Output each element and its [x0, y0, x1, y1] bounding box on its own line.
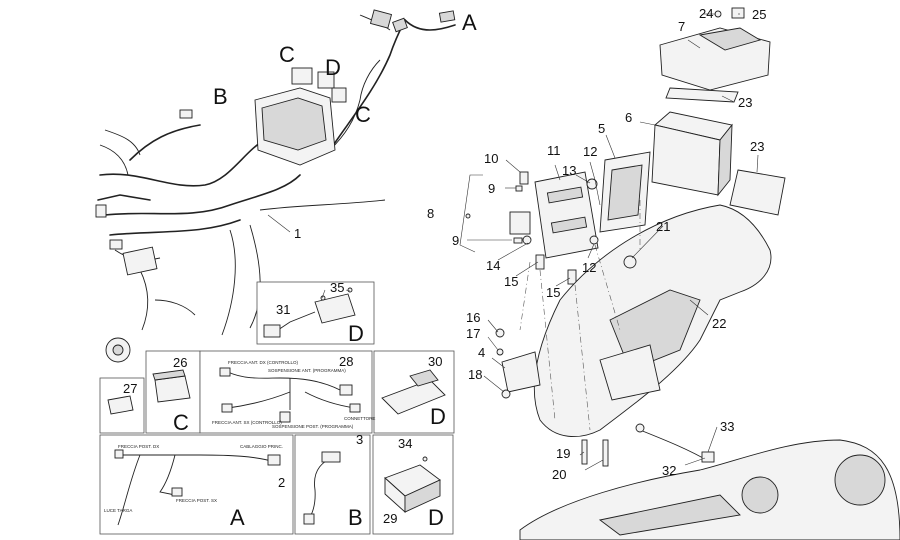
ecu-module[interactable]: [599, 151, 651, 233]
panel-30[interactable]: [373, 350, 455, 434]
speed-sensor-cable[interactable]: [635, 423, 715, 463]
group-letter-b-panel3: B: [348, 505, 363, 530]
callout-11: 11: [547, 143, 561, 158]
callout-14: 14: [486, 258, 500, 273]
group-letter-d-panel29: D: [428, 505, 444, 530]
battery[interactable]: [651, 111, 733, 197]
callout-15b: 15: [546, 285, 560, 300]
main-wiring-harness[interactable]: [95, 9, 456, 336]
callout-9a: 9: [488, 181, 495, 196]
callout-1: 1: [294, 226, 301, 241]
wire-label-p2-2: CABLAGGIO PRINC.: [240, 444, 283, 449]
group-letter-d-panel31: D: [348, 321, 364, 346]
panel-27[interactable]: [99, 377, 145, 434]
callout-18: 18: [468, 367, 482, 382]
callout-16: 16: [466, 310, 480, 325]
callout-30: 30: [428, 354, 442, 369]
callout-9b: 9: [452, 233, 459, 248]
callout-26: 26: [173, 355, 187, 370]
callout-12a: 12: [583, 144, 597, 159]
callout-35: 35: [330, 280, 344, 295]
callout-numbers: 1 2 3 4 5 6 7 8 9 9 10 11 12 12 13 14 15…: [123, 6, 766, 526]
group-letter-a-top: A: [462, 10, 477, 35]
group-letter-c-panel26: C: [173, 410, 189, 435]
group-letter-d-panel30: D: [430, 404, 446, 429]
rubber-pad-side[interactable]: [729, 169, 786, 216]
callout-8: 8: [427, 206, 434, 221]
callout-27: 27: [123, 381, 137, 396]
relay-bracket[interactable]: [534, 171, 599, 259]
wire-label-p28-5: CONNETTORE: [344, 416, 375, 421]
group-letter-b-top: B: [213, 84, 228, 109]
wire-label-p2-4: LUCE TARGA: [104, 508, 132, 513]
callout-24: 24: [699, 6, 713, 21]
wire-label-p28-4: SOSPENSIONE POST. (PROGRAMMA): [272, 424, 354, 429]
callout-31: 31: [276, 302, 290, 317]
panel-31[interactable]: [256, 281, 375, 345]
callout-28: 28: [339, 354, 353, 369]
group-letter-c-top: C: [279, 42, 295, 67]
panel-2[interactable]: [99, 434, 294, 535]
callout-7: 7: [678, 19, 685, 34]
callout-19: 19: [556, 446, 570, 461]
panel-26[interactable]: [145, 350, 201, 434]
callout-23a: 23: [738, 95, 752, 110]
callout-4: 4: [478, 345, 485, 360]
callout-32: 32: [662, 463, 676, 478]
wire-label-p28-2: SOSPENSIONE ANT. (PROGRAMMA): [268, 368, 346, 373]
callout-12b: 12: [582, 260, 596, 275]
wire-label-p2-1: FRECCIA POST. DX: [118, 444, 159, 449]
group-letter-a-panel2: A: [230, 505, 245, 530]
wire-labels: FRECCIA ANT. DX (CONTROLLO) SOSPENSIONE …: [104, 360, 375, 513]
battery-cover-bracket[interactable]: [659, 7, 771, 91]
callout-15a: 15: [504, 274, 518, 289]
relay-set[interactable]: [465, 171, 531, 244]
leader-lines: [267, 13, 759, 471]
group-letters: A B C D C D C D A B D: [173, 10, 477, 530]
panel-28[interactable]: [199, 350, 373, 434]
callout-33: 33: [720, 419, 734, 434]
horn[interactable]: [105, 337, 131, 363]
callout-21: 21: [656, 219, 670, 234]
callout-17: 17: [466, 326, 480, 341]
rubber-pad-top[interactable]: [665, 87, 739, 103]
group-letter-d-top: D: [325, 55, 341, 80]
mounting-bracket[interactable]: [495, 328, 541, 399]
callout-10: 10: [484, 151, 498, 166]
callout-23b: 23: [750, 139, 764, 154]
callout-5: 5: [598, 121, 605, 136]
callout-3: 3: [356, 432, 363, 447]
wire-label-p28-1: FRECCIA ANT. DX (CONTROLLO): [228, 360, 299, 365]
callout-2: 2: [278, 475, 285, 490]
wire-label-p28-3: FRECCIA ANT. SX (CONTROLLO): [212, 420, 282, 425]
callout-20: 20: [552, 467, 566, 482]
rear-frame[interactable]: [533, 204, 772, 437]
panel-29[interactable]: [372, 434, 454, 535]
callout-25: 25: [752, 7, 766, 22]
callout-13: 13: [562, 163, 576, 178]
screws[interactable]: [581, 439, 609, 467]
callout-6: 6: [625, 110, 632, 125]
group-letter-c-right: C: [355, 102, 371, 127]
callout-34: 34: [398, 436, 412, 451]
spacers[interactable]: [522, 178, 599, 285]
callout-29: 29: [383, 511, 397, 526]
callout-22: 22: [712, 316, 726, 331]
panel-3[interactable]: [294, 434, 371, 535]
engine-outline: [519, 439, 900, 540]
wire-label-p2-3: FRECCIA POST. SX: [176, 498, 217, 503]
